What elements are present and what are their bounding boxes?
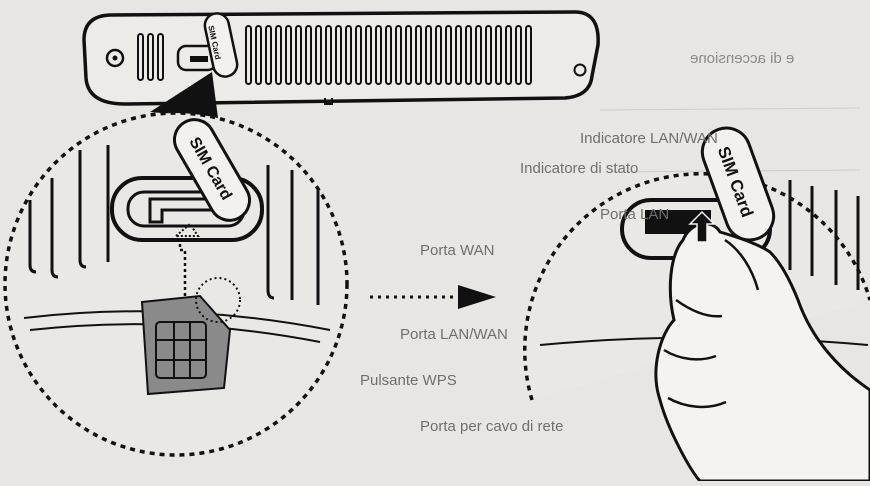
left-zoom-circle [5, 113, 347, 455]
bg-line-6: Pulsante WPS [360, 372, 457, 389]
bg-line-4: Porta WAN [420, 242, 494, 259]
left-zoom-detail [5, 113, 347, 455]
bg-line-3: Porta LAN [600, 206, 669, 223]
bg-line-2: Indicatore di stato [520, 160, 638, 177]
bg-line-5: Porta LAN/WAN [400, 326, 508, 343]
bg-line-1: Indicatore LAN/WAN [580, 130, 718, 147]
bg-heading: e di accensione [690, 50, 794, 67]
router-panel [84, 12, 598, 104]
bg-line-7: Porta per cavo di rete [420, 418, 563, 435]
